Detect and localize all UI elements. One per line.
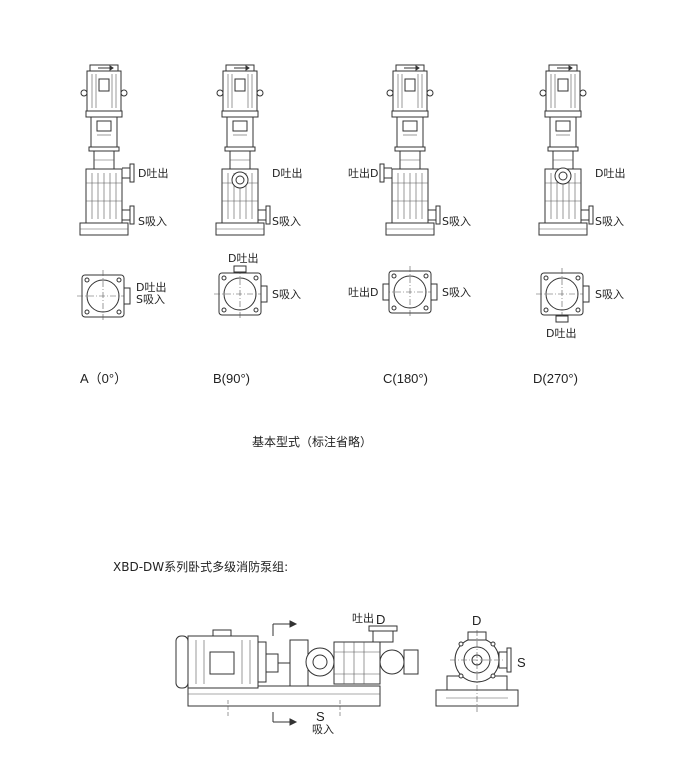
horizontal-pump-end-view bbox=[435, 630, 519, 712]
pump-b-group bbox=[213, 64, 271, 321]
horizontal-suction-text: 吸入 bbox=[312, 723, 334, 736]
pump-d-plan-view bbox=[535, 267, 589, 321]
pump-c-elevation bbox=[385, 64, 435, 236]
pump-c-group bbox=[379, 64, 441, 319]
pump-c-elev-suction-label: S吸入 bbox=[442, 215, 471, 228]
pump-a-plan-discharge-label: D吐出 bbox=[136, 280, 166, 294]
pump-d-elevation bbox=[538, 64, 588, 236]
pump-d-plan-suction-label: S吸入 bbox=[595, 288, 624, 301]
pump-c-orientation-label: C(180°) bbox=[383, 371, 428, 386]
pump-d-group bbox=[535, 64, 594, 323]
pump-b-elev-suction-label: S吸入 bbox=[272, 215, 301, 228]
pump-b-plan-suction-label: S吸入 bbox=[272, 288, 301, 301]
end-view-discharge-letter: D bbox=[472, 613, 481, 628]
pump-c-plan-discharge-label: 吐出D bbox=[348, 285, 378, 299]
pump-a-orientation-label: A（0°） bbox=[80, 371, 127, 386]
pump-c-elev-discharge-label: 吐出D bbox=[348, 166, 378, 180]
pump-c-plan-view bbox=[383, 265, 437, 319]
pump-a-group bbox=[76, 64, 135, 323]
pump-d-suction-port bbox=[580, 205, 594, 225]
horizontal-discharge-text: 吐出 bbox=[352, 611, 374, 625]
basic-types-caption: 基本型式（标注省略） bbox=[252, 434, 372, 449]
series-title: XBD-DW系列卧式多级消防泵组: bbox=[113, 559, 288, 574]
pump-b-elevation bbox=[215, 64, 265, 236]
pump-c-plan-suction-label: S吸入 bbox=[442, 286, 471, 299]
pump-a-elevation bbox=[79, 64, 129, 236]
pump-b-orientation-label: B(90°) bbox=[213, 371, 250, 386]
pump-b-plan-discharge-label: D吐出 bbox=[228, 251, 258, 265]
pump-a-plan-view bbox=[76, 269, 130, 323]
pump-a-elev-discharge-label: D吐出 bbox=[138, 166, 168, 180]
pump-d-plan-discharge-label: D吐出 bbox=[546, 326, 576, 340]
end-view-suction-letter: S bbox=[517, 655, 526, 670]
horizontal-discharge-letter: D bbox=[376, 612, 385, 627]
pump-c-discharge-port bbox=[379, 163, 393, 183]
pump-a-plan-suction-label: S吸入 bbox=[136, 293, 165, 306]
pump-d-elev-suction-label: S吸入 bbox=[595, 215, 624, 228]
pump-a-discharge-port bbox=[121, 163, 135, 183]
pump-a-suction-port bbox=[121, 205, 135, 225]
pump-d-elev-discharge-label: D吐出 bbox=[595, 166, 625, 180]
pump-c-suction-port bbox=[427, 205, 441, 225]
pump-b-plan-view bbox=[213, 267, 267, 321]
pump-d-orientation-label: D(270°) bbox=[533, 371, 578, 386]
pump-b-suction-port bbox=[257, 205, 271, 225]
pump-a-elev-suction-label: S吸入 bbox=[138, 215, 167, 228]
pump-b-elev-discharge-label: D吐出 bbox=[272, 166, 302, 180]
horizontal-suction-letter: S bbox=[316, 709, 325, 724]
horizontal-pump-elevation bbox=[175, 620, 419, 726]
